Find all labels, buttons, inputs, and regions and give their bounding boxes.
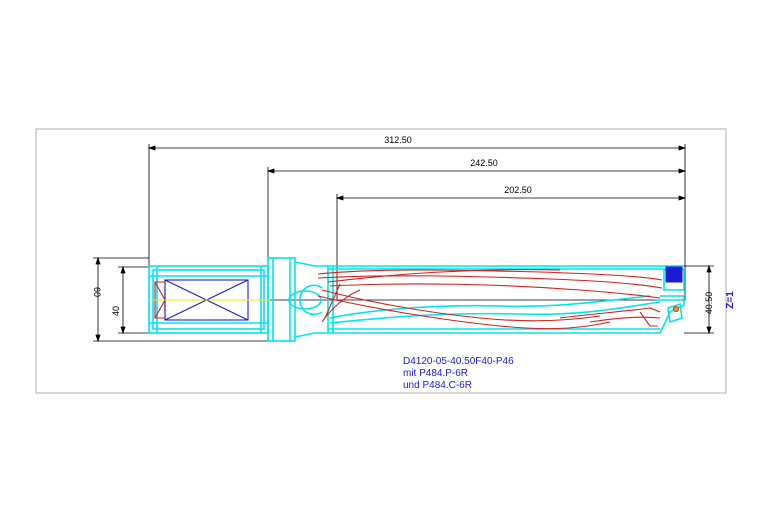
flutes-label: Z=1 <box>725 291 736 309</box>
drawing-frame <box>35 128 727 394</box>
dimension-shank-outer <box>93 256 270 343</box>
dimension-label-60: 60 <box>92 287 102 297</box>
dimension-body-length <box>266 167 687 300</box>
dimension-label-312: 312.50 <box>384 135 412 145</box>
dimension-label-40-50: 40.50 <box>704 292 714 315</box>
insert-screw-icon <box>673 305 680 312</box>
tool-outline <box>148 257 685 342</box>
tool-designation: D4120-05-40.50F40-P46 <box>403 356 514 367</box>
dimension-label-202: 202.50 <box>504 185 532 195</box>
insert-line-1: mit P484.P-6R <box>403 368 468 379</box>
dimension-shank-inner <box>118 265 149 335</box>
dimension-cutting-diameter <box>684 264 714 335</box>
insert-line-2: und P484.C-6R <box>403 380 472 391</box>
dimension-label-242: 242.50 <box>470 158 498 168</box>
cutting-insert <box>665 266 683 283</box>
dimension-label-40: 40 <box>111 306 121 316</box>
dimension-flute-length <box>335 194 687 300</box>
